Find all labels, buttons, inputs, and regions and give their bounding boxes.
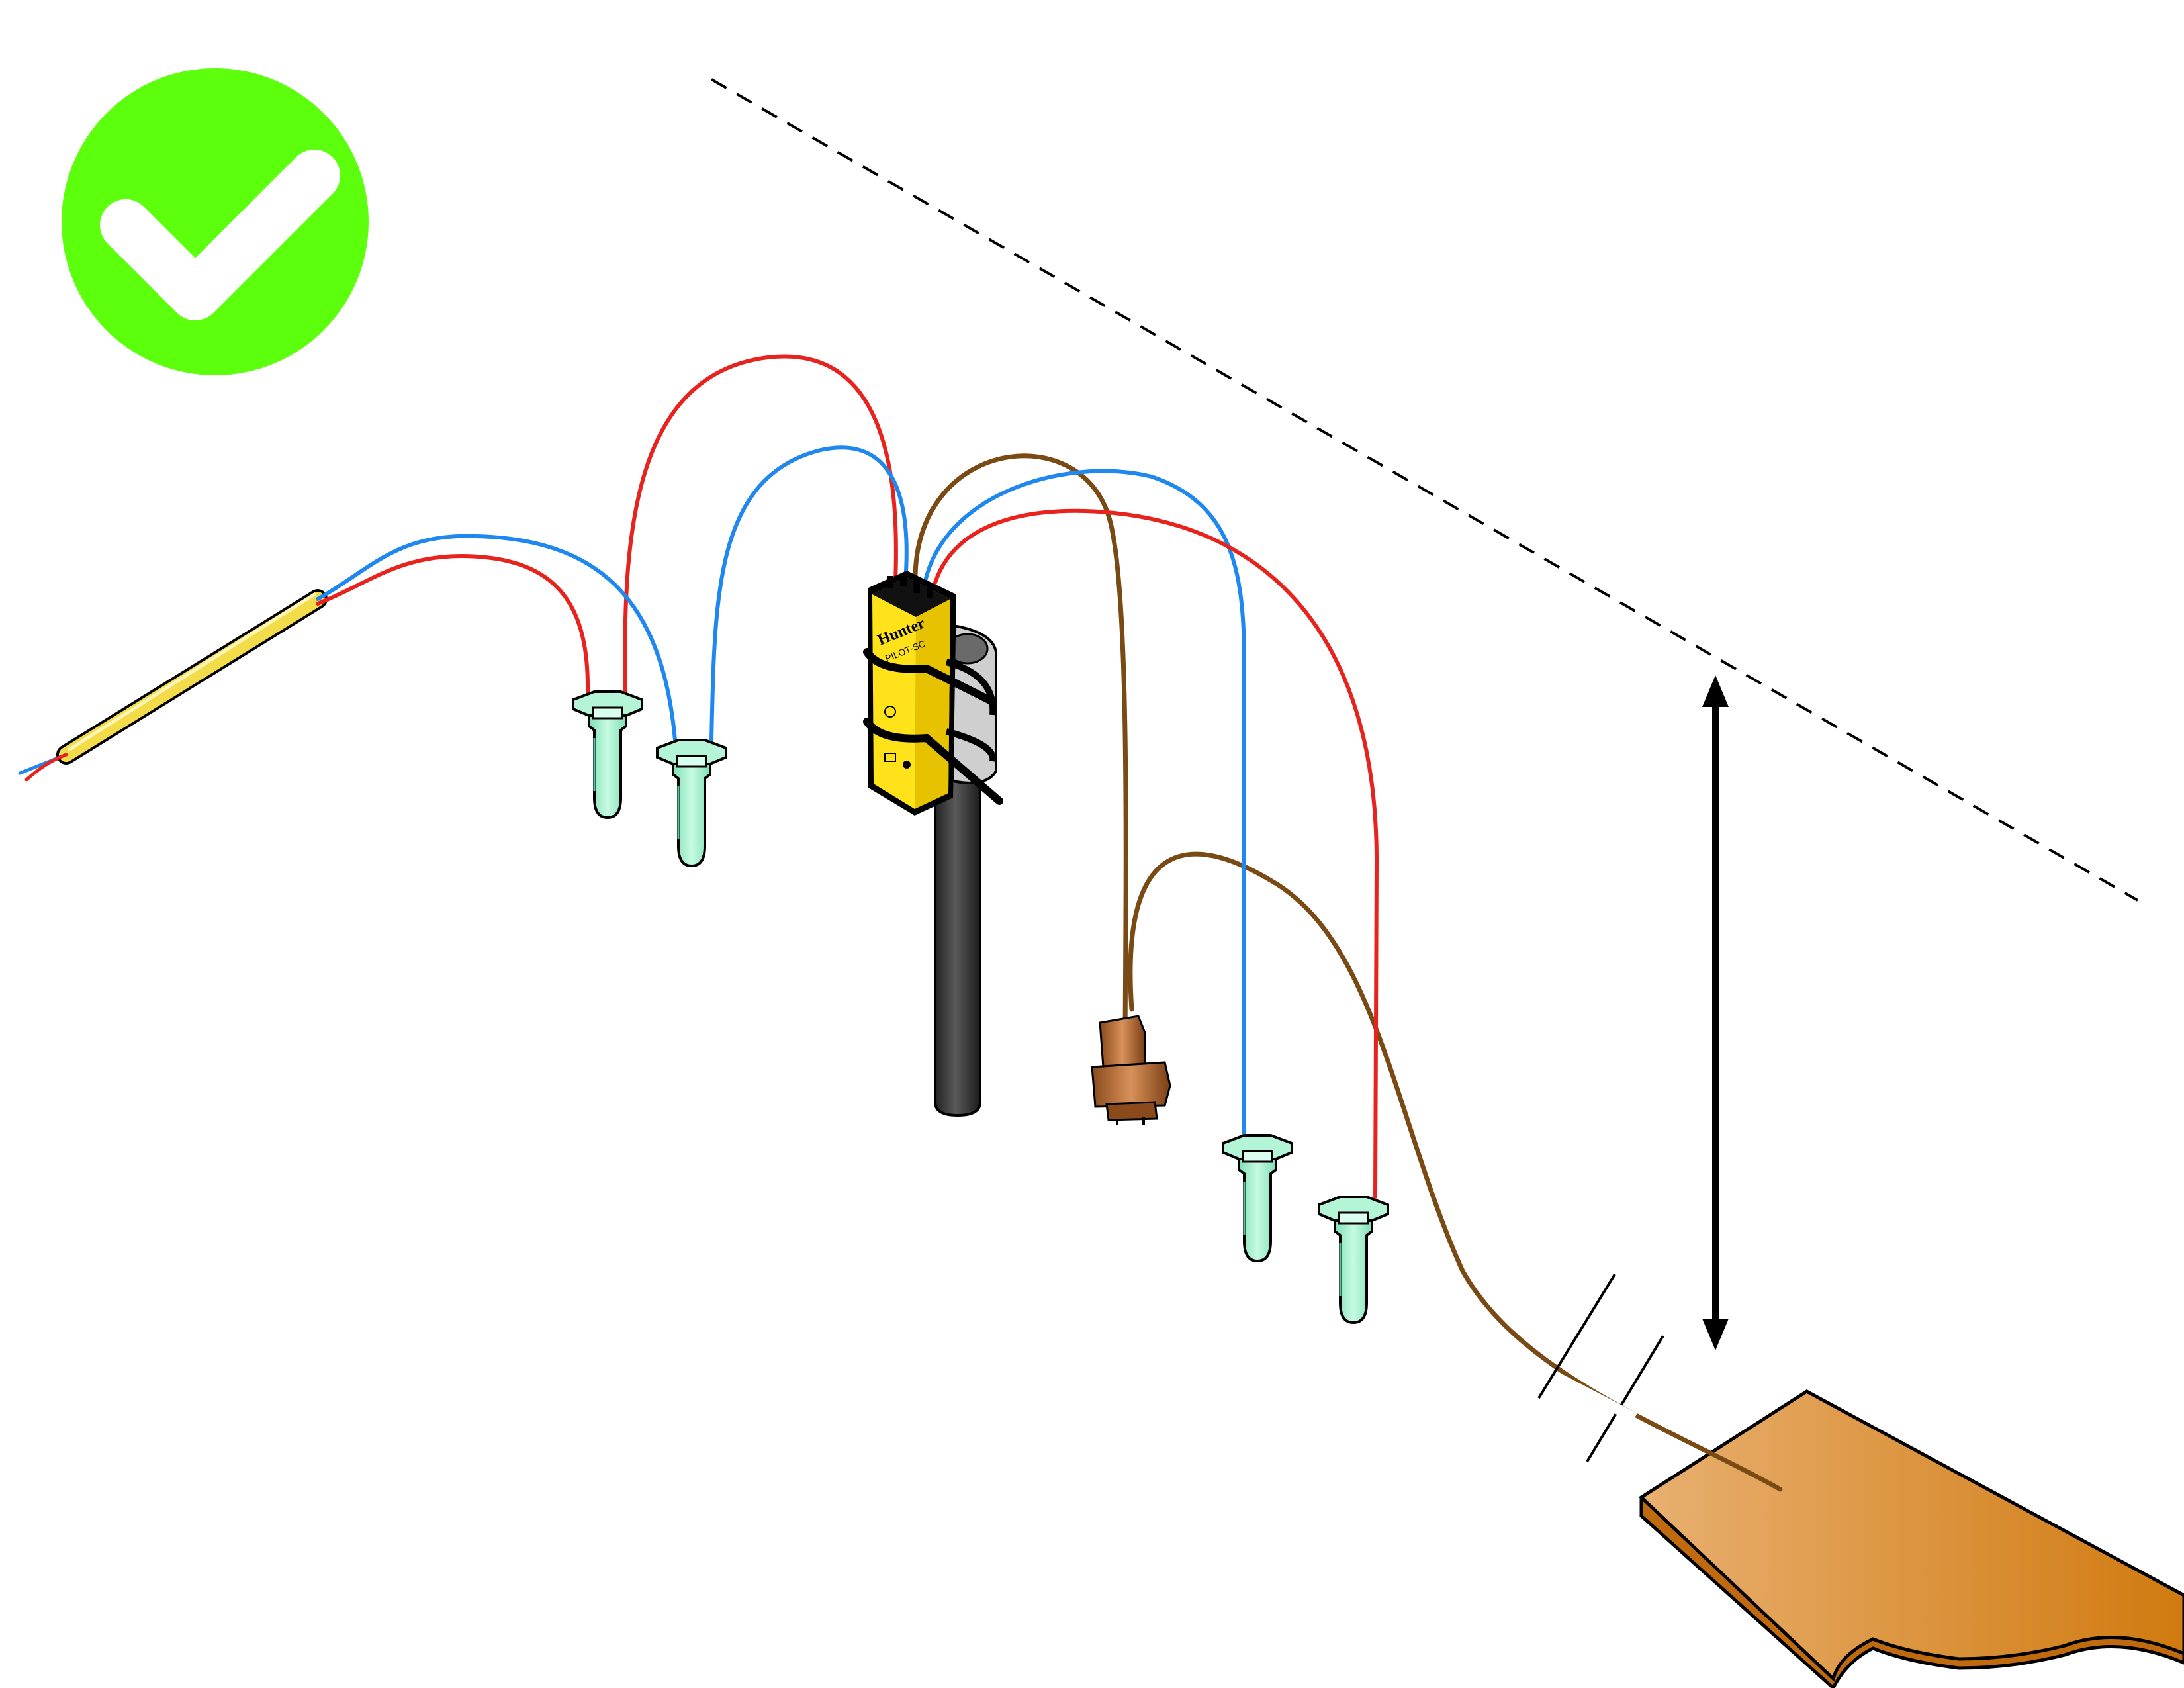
blue-wire-left: [709, 445, 909, 742]
check-circle-icon: [62, 68, 369, 375]
surge-protector: Hunter PILOT-SC: [863, 571, 1003, 816]
wire-connector: [656, 739, 727, 867]
wire-connector: [1222, 1134, 1293, 1262]
cable-red-wire: [316, 553, 590, 694]
break-marks: [1537, 1273, 1664, 1463]
red-wire-left: [623, 354, 898, 694]
ground-wire-to-plate: [1128, 851, 1783, 1492]
red-wire-right: [933, 508, 1379, 1199]
split-bolt-clamp: [1091, 1015, 1171, 1125]
ground-plate: [1638, 1389, 2184, 1688]
cable-red-tail: [24, 753, 68, 782]
blue-wire-right: [923, 469, 1246, 1137]
ground-wire-to-clamp: [913, 453, 1128, 1039]
surface-line-dashed: [711, 78, 2138, 902]
yellow-cable: [56, 589, 328, 765]
cable-blue-wire: [316, 534, 677, 742]
double-arrow-icon: [1702, 675, 1729, 1350]
wire-connector: [1318, 1196, 1389, 1324]
wire-connector: [572, 690, 643, 819]
